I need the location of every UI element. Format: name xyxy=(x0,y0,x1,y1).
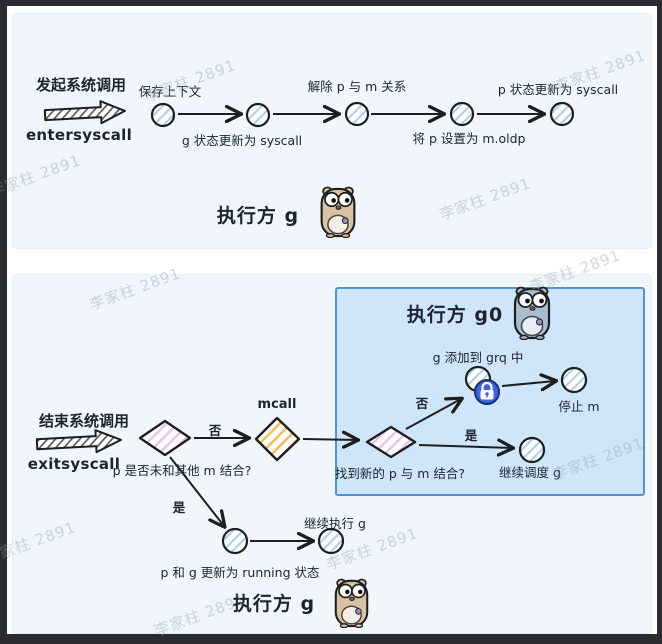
label-running-update: p 和 g 更新为 running 状态 xyxy=(160,565,320,580)
label-decision-find-p: 找到新的 p 与 m 结合? xyxy=(334,466,466,481)
label-no-2: 否 xyxy=(415,396,429,411)
executor-g-bottom-title: 执行方 g xyxy=(232,593,316,615)
label-no-1: 否 xyxy=(208,423,222,438)
label-set-oldp: 将 p 设置为 m.oldp xyxy=(412,131,526,146)
label-yes-2: 是 xyxy=(464,428,478,443)
entersyscall-func-label: entersyscall xyxy=(25,126,133,144)
executor-g-top-title: 执行方 g xyxy=(216,205,300,227)
lock-icon xyxy=(474,379,500,405)
exitsyscall-func-label: exitsyscall xyxy=(27,455,121,473)
decision-find-p-diamond xyxy=(365,425,417,459)
label-continue-schedule: 继续调度 g xyxy=(499,465,561,480)
label-add-grq: g 添加到 grq 中 xyxy=(432,350,524,365)
exitsyscall-start-arrow xyxy=(35,429,122,454)
label-p-status: p 状态更新为 syscall xyxy=(497,82,619,97)
mcall-diamond xyxy=(254,416,301,462)
label-release-pm: 解除 p 与 m 关系 xyxy=(307,79,407,94)
decision-p-free-diamond xyxy=(138,419,192,457)
gopher-g0-icon xyxy=(513,286,551,340)
entersyscall-start-arrow xyxy=(43,100,126,125)
entersyscall-state-nodes xyxy=(150,101,575,128)
label-decision-p-free: p 是否未和其他 m 结合? xyxy=(112,463,252,478)
label-yes-1: 是 xyxy=(172,500,186,515)
label-continue-exec: 继续执行 g xyxy=(304,516,366,531)
label-g-status: g 状态更新为 syscall xyxy=(181,133,303,148)
gopher-g-bottom-icon xyxy=(334,578,369,628)
label-save-context: 保存上下文 xyxy=(138,84,202,99)
exitsyscall-title: 结束系统调用 xyxy=(38,412,130,430)
entersyscall-title: 发起系统调用 xyxy=(35,76,127,94)
gopher-g-top-icon xyxy=(320,186,356,238)
label-mcall: mcall xyxy=(257,397,297,412)
label-stop-m: 停止 m xyxy=(558,399,600,414)
executor-g0-title: 执行方 g0 xyxy=(406,304,504,326)
exitsyscall-flow-arrows xyxy=(169,381,555,541)
